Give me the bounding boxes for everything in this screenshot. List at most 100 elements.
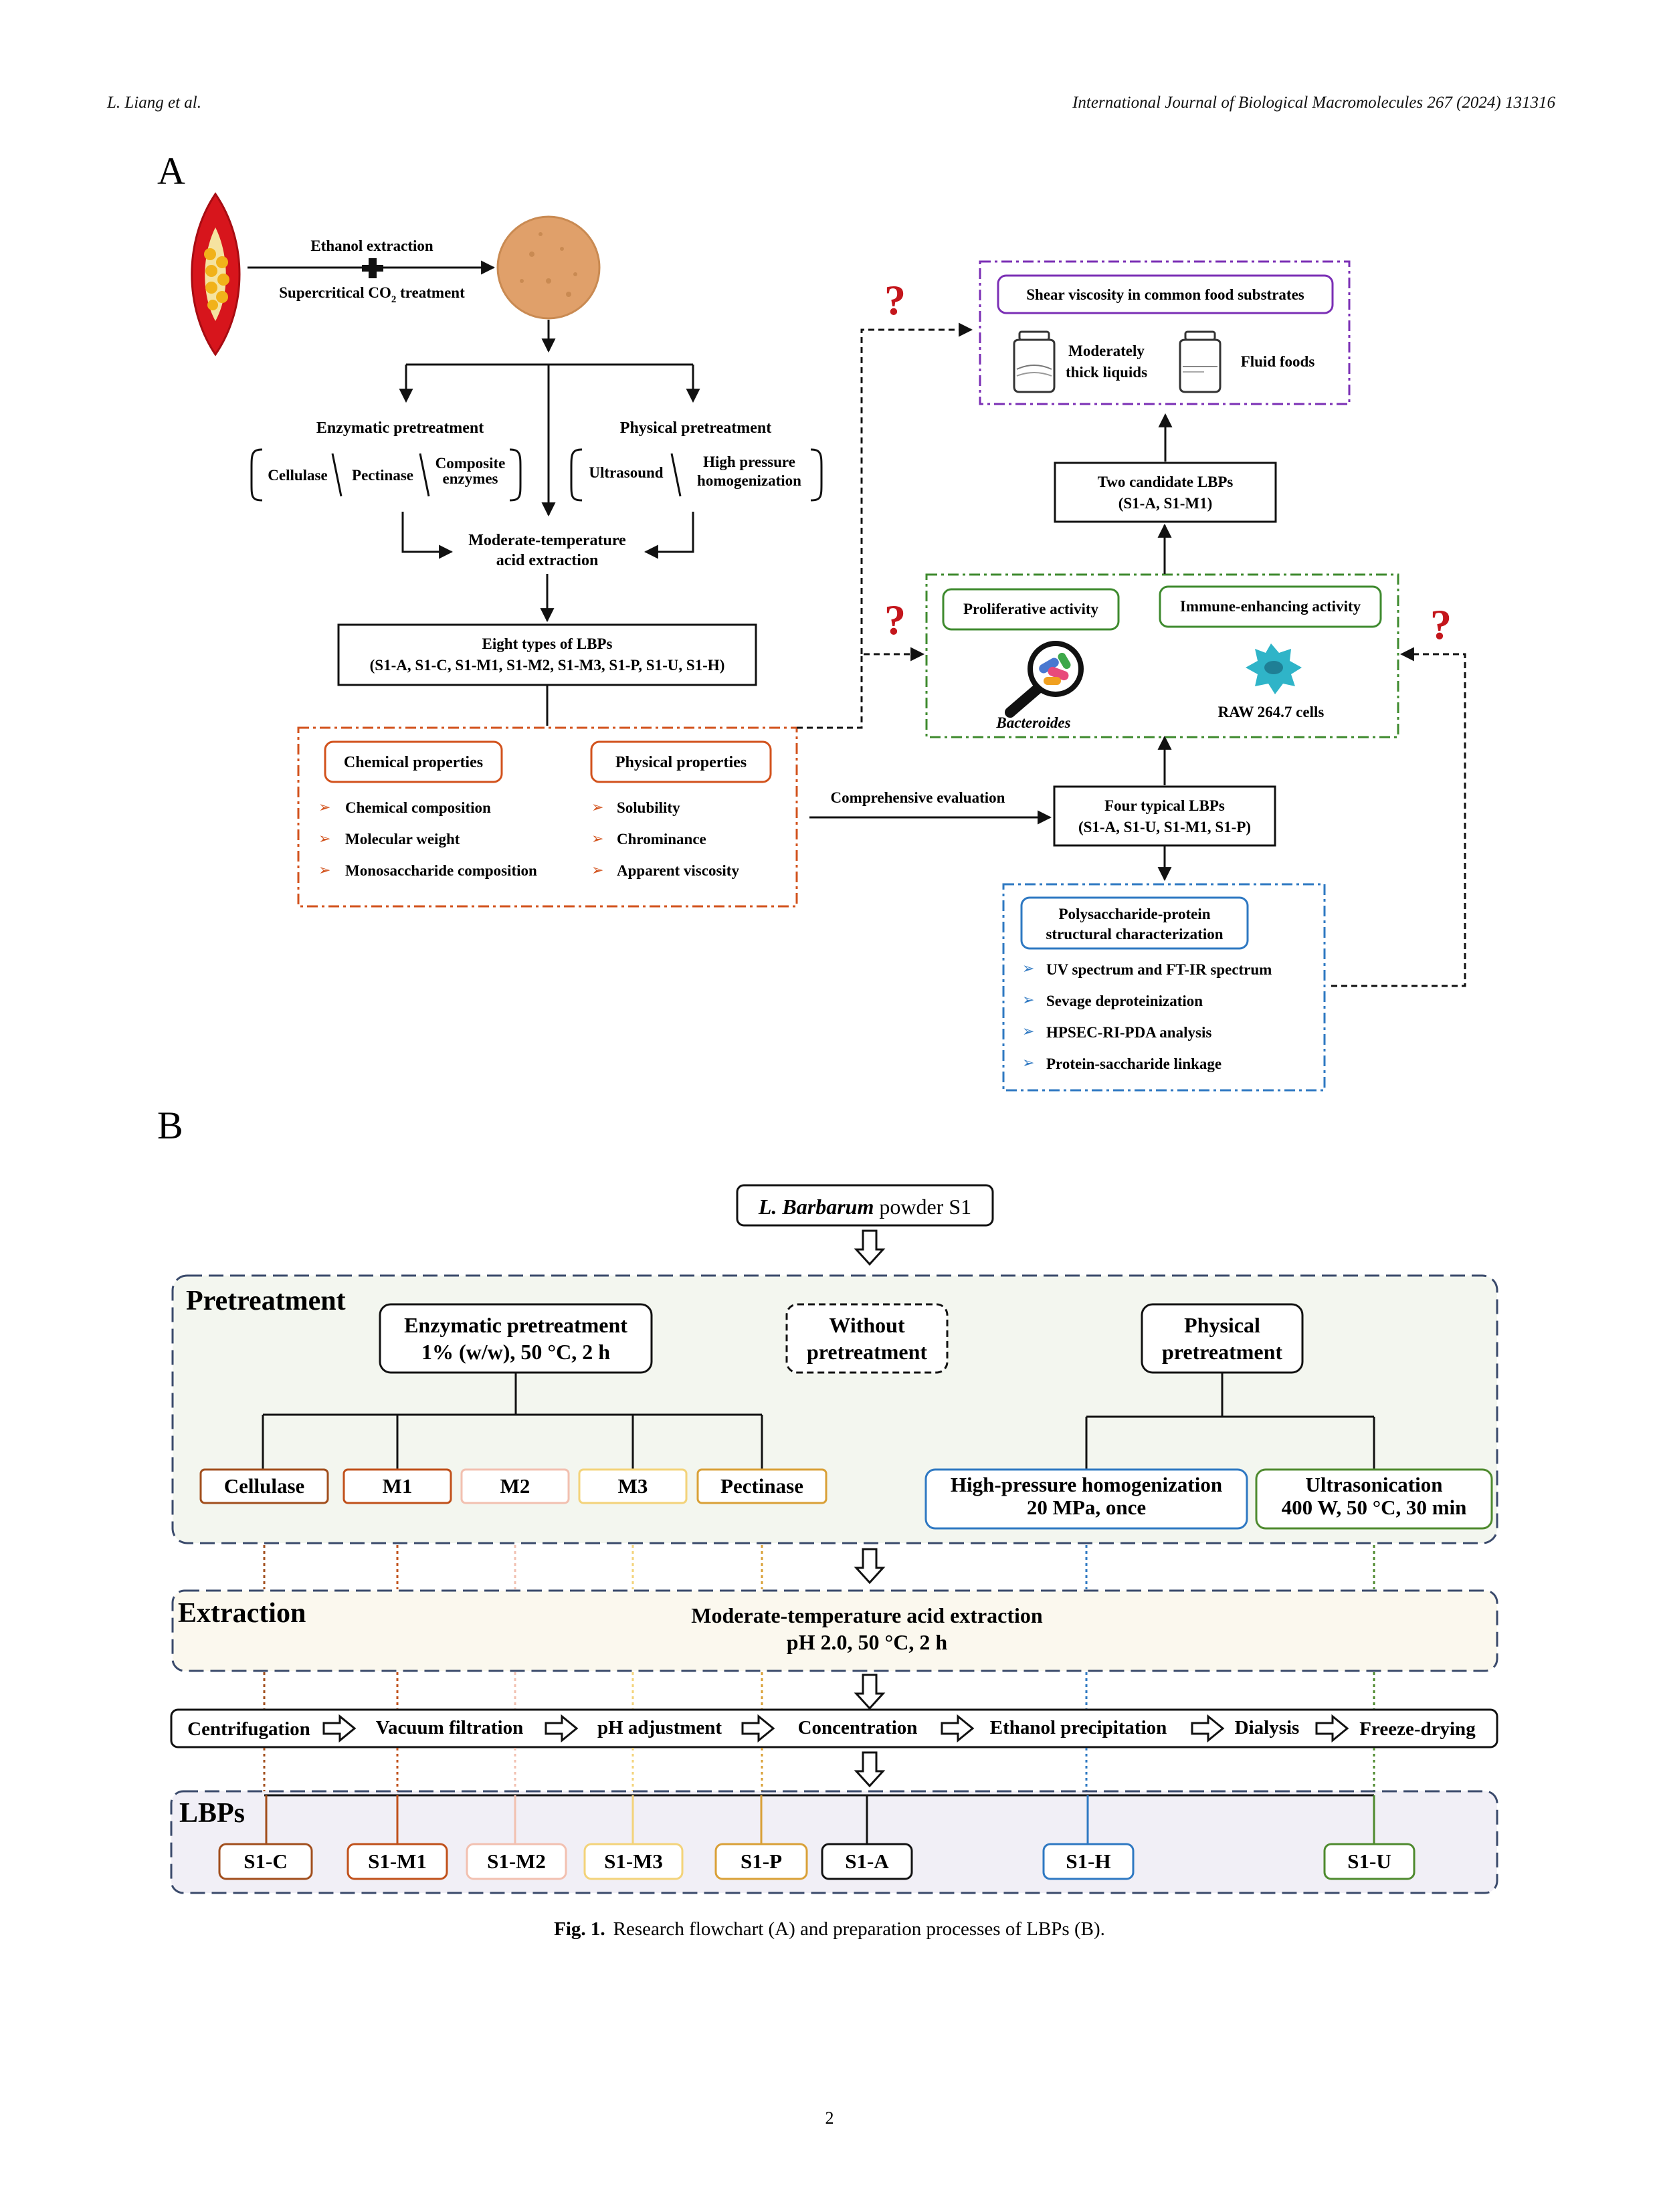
step-label: pH adjustment [597,1717,722,1738]
ultrasonication-line1: Ultrasonication [1306,1473,1443,1496]
s1-h-label: S1-H [1066,1849,1110,1873]
hph-line1: High-pressure homogenization [951,1473,1222,1496]
list-bullet-icon: ➢ [1022,991,1034,1008]
s1-c-label: S1-C [243,1849,287,1873]
s1-p-box [714,1843,808,1880]
powder-s1-box [736,1184,994,1227]
eight-types-line2: (S1-A, S1-C, S1-M1, S1-M2, S1-M3, S1-P, … [370,657,725,674]
extraction-line2: pH 2.0, 50 °C, 2 h [787,1630,948,1654]
s1-p-label: S1-P [741,1849,782,1873]
four-typical-box [1053,785,1276,847]
jar-thick-liquid-icon [1013,330,1056,393]
hph-box [924,1468,1248,1530]
step-label: Concentration [798,1717,918,1738]
moderately-thick-line1: Moderately [1068,342,1145,359]
chemical-properties-box [324,740,503,783]
moderately-thick-line2: thick liquids [1066,364,1147,381]
list-item: HPSEC-RI-PDA analysis [1046,1024,1211,1041]
moderate-acid-line2: acid extraction [496,552,599,569]
enzymatic-line1: Enzymatic pretreatment [404,1313,627,1337]
two-candidate-line2: (S1-A, S1-M1) [1118,495,1213,512]
four-typical-line1: Four typical LBPs [1104,797,1225,814]
physical-line1: Physical [1184,1313,1260,1337]
step-label: Freeze-drying [1359,1718,1476,1740]
eight-types-line1: Eight types of LBPs [482,635,613,652]
running-header-journal: International Journal of Biological Macr… [1072,94,1555,112]
shear-viscosity-title-box [997,274,1334,314]
extraction-region [171,1589,1498,1672]
cellulase-option: Cellulase [268,467,327,484]
down-arrow-icon [855,1674,884,1710]
list-bullet-icon: ➢ [1022,1054,1034,1071]
panel-a-label: A [157,149,185,193]
physical-line2: pretreatment [1162,1340,1282,1364]
cellulase-box [199,1468,329,1504]
question-mark-icon: ? [1430,601,1452,648]
raw-cells-label: RAW 264.7 cells [1218,704,1325,720]
ethanol-extraction-label: Ethanol extraction [310,237,433,254]
without-line2: pretreatment [807,1340,927,1364]
s1-m1-box [347,1843,448,1880]
m3-box [578,1468,688,1504]
without-pretreatment-box [785,1303,949,1374]
m2-label: M2 [500,1474,530,1498]
list-item: Apparent viscosity [617,862,739,879]
dotted-connectors-1 [263,1545,1375,1589]
without-line1: Without [829,1313,905,1337]
properties-dashed-box [297,726,798,908]
plus-icon [362,258,383,278]
pectinase-box [696,1468,827,1504]
powder-s1-label: L. Barbarum powder S1 [758,1195,971,1219]
s1-u-label: S1-U [1347,1849,1391,1873]
extraction-line1: Moderate-temperature acid extraction [691,1603,1043,1627]
magnifier-bacteria-icon [1005,641,1084,718]
s1-m1-label: S1-M1 [368,1849,427,1873]
running-header-authors: L. Liang et al. [107,94,201,112]
fluid-foods-label: Fluid foods [1241,353,1315,370]
list-bullet-icon: ➢ [318,799,330,815]
s1-m3-label: S1-M3 [604,1849,663,1873]
m2-box [460,1468,570,1504]
list-item: Monosaccharide composition [345,862,537,879]
proliferative-activity-box [942,588,1120,631]
comprehensive-evaluation-label: Comprehensive evaluation [831,789,1005,806]
list-bullet-icon: ➢ [591,862,603,878]
question-mark-icon: ? [884,596,906,643]
s1-m2-label: S1-M2 [487,1849,546,1873]
pretreatment-heading: Pretreatment [186,1286,346,1316]
list-item: UV spectrum and FT-IR spectrum [1046,961,1272,978]
m3-label: M3 [618,1474,648,1498]
structural-characterization-box [1002,883,1326,1092]
list-item: Protein-saccharide linkage [1046,1055,1222,1072]
s1-a-label: S1-A [845,1849,889,1873]
immune-activity-title: Immune-enhancing activity [1180,598,1361,615]
physical-properties-box [590,740,772,783]
goji-berry-icon [191,192,241,357]
composite-enzymes-line2: enzymes [442,470,498,487]
chemical-properties-title: Chemical properties [344,754,483,771]
shear-viscosity-title: Shear viscosity in common food substrate… [1026,286,1304,303]
step-label: Ethanol precipitation [990,1717,1167,1738]
enzymatic-pretreatment-label: Enzymatic pretreatment [316,419,484,437]
enzymatic-line2: 1% (w/w), 50 °C, 2 h [421,1340,610,1364]
list-item: Chrominance [617,831,706,847]
list-item: Sevage deproteinization [1046,993,1203,1009]
moderate-acid-line1: Moderate-temperature [468,532,626,549]
step-label: Vacuum filtration [376,1717,523,1738]
ultrasonication-box [1255,1468,1493,1530]
down-arrow-icon [855,1548,884,1584]
list-bullet-icon: ➢ [318,830,330,847]
macrophage-cell-icon [1246,643,1302,694]
s1-h-box [1042,1843,1135,1880]
ultrasound-option: Ultrasound [589,464,663,481]
figure-caption: Fig. 1.Research flowchart (A) and prepar… [554,1918,1105,1940]
poly-protein-line2: structural characterization [1046,926,1223,942]
eight-types-box [337,623,757,686]
cellulase-label: Cellulase [224,1474,305,1498]
s1-m3-box [583,1843,684,1880]
powder-disc-icon [496,215,601,320]
pectinase-option: Pectinase [352,467,413,484]
two-candidate-line1: Two candidate LBPs [1098,474,1234,490]
list-bullet-icon: ➢ [318,862,330,878]
